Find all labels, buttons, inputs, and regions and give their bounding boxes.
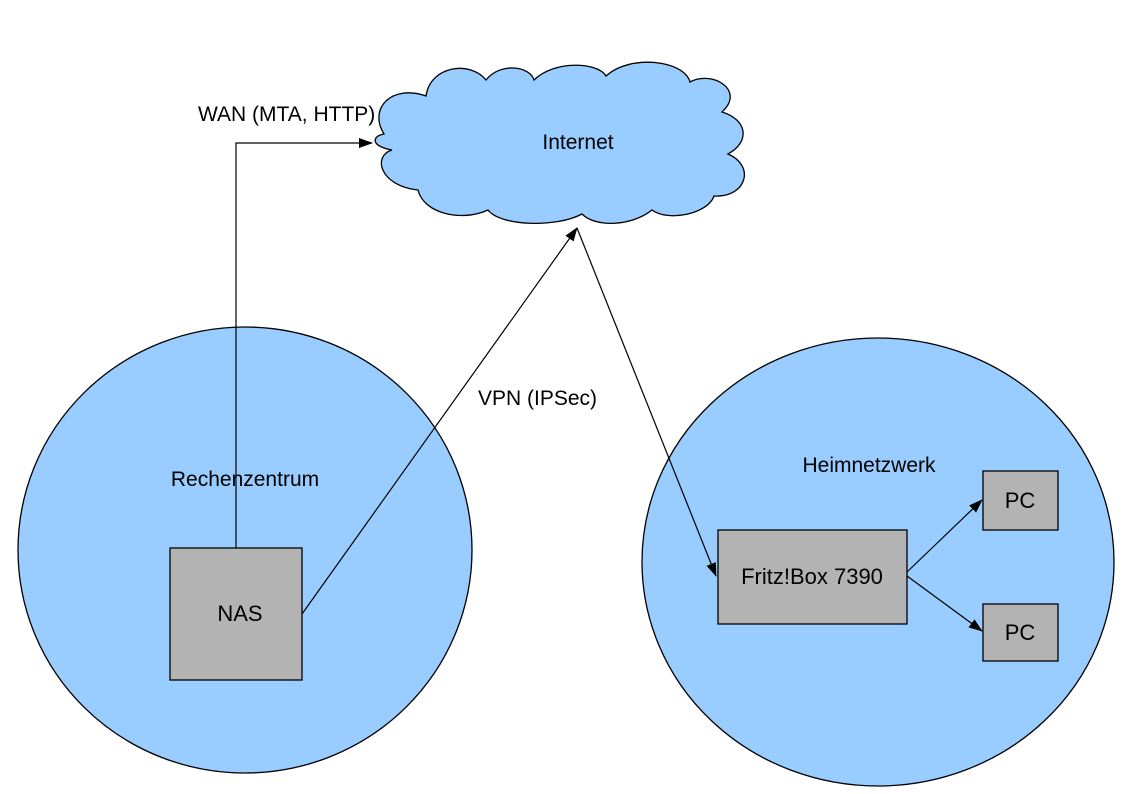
router-to-pc1-connector: [906, 499, 983, 573]
router-label: Fritz!Box 7390: [741, 564, 883, 589]
pc2-label: PC: [1005, 620, 1036, 645]
pc-box-2: [982, 603, 1059, 662]
home-network-label: Heimnetzwerk: [802, 454, 936, 477]
wan-link-label: WAN (MTA, HTTP): [198, 103, 375, 126]
internet-to-router-connector: [576, 227, 717, 577]
router-to-pc2-connector: [906, 575, 983, 632]
vpn-link-label: VPN (IPSec): [478, 387, 597, 410]
internet-cloud: [374, 61, 746, 225]
wan-connector: [235, 138, 373, 548]
vpn-connector: [301, 227, 578, 615]
nas-label: NAS: [217, 601, 262, 626]
datacenter-label: Rechenzentrum: [171, 468, 319, 491]
router-box: [717, 529, 908, 625]
pc-box-1: [982, 470, 1059, 531]
internet-label: Internet: [542, 131, 613, 154]
pc1-label: PC: [1005, 488, 1036, 513]
